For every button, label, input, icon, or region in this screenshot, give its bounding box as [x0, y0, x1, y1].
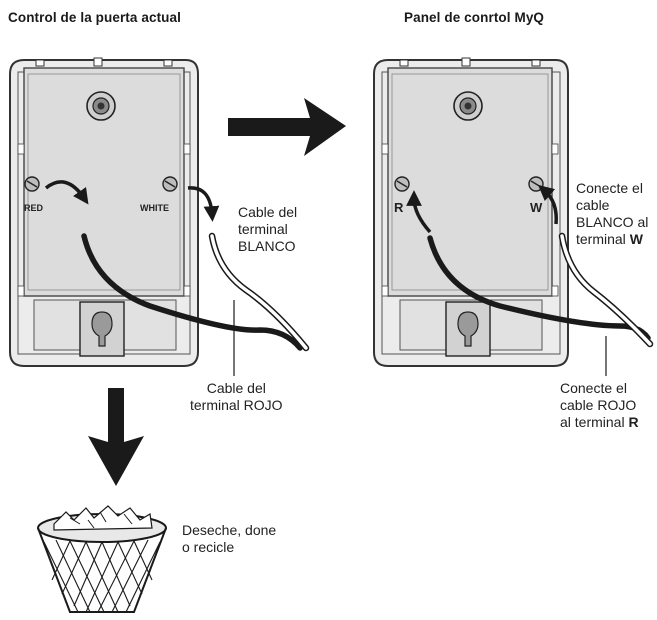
tag-r-terminal: R — [394, 200, 404, 215]
tag-white-terminal: WHITE — [140, 203, 169, 213]
label-connect-red: Conecte el cable ROJO al terminal R — [560, 380, 639, 430]
label-connect-white: Conecte el cable BLANCO al terminal W — [576, 180, 649, 247]
myq-panel-icon — [373, 57, 569, 367]
label-dispose: Deseche, done o recicle — [182, 522, 277, 555]
wall-control-icon — [9, 57, 199, 367]
tag-red-terminal: RED — [24, 203, 44, 213]
label-white-cable: Cable del terminal BLANCO — [238, 204, 298, 254]
title-current-control: Control de la puerta actual — [8, 10, 181, 25]
arrow-right-icon — [228, 98, 346, 156]
arrow-down-icon — [88, 388, 144, 486]
title-myq-panel: Panel de conrtol MyQ — [404, 10, 545, 25]
label-red-cable: Cable del terminal ROJO — [190, 380, 283, 413]
tag-w-terminal: W — [530, 200, 543, 215]
trash-basket-icon — [37, 505, 167, 613]
